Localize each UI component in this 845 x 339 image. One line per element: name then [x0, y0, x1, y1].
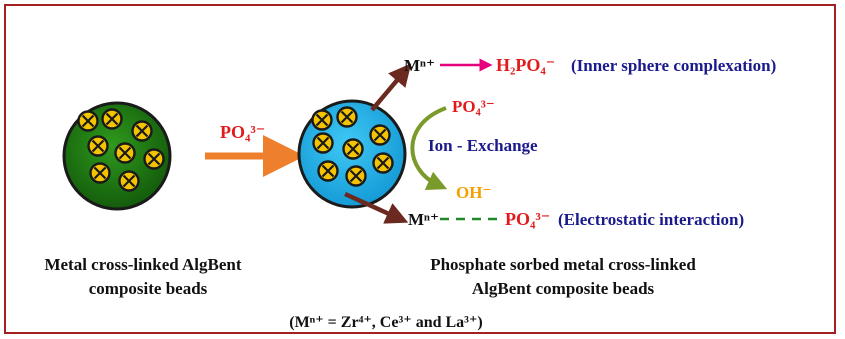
electrostatic-phosphate-label: PO₄³⁻	[505, 209, 550, 229]
metal-ion-top-label: Mⁿ⁺	[404, 56, 435, 75]
left-caption-line-2: composite beads	[89, 279, 208, 298]
diagram-frame	[4, 4, 836, 334]
crossed-circle-icon	[342, 138, 364, 160]
ion-exchange-label: Ion - Exchange	[428, 136, 538, 155]
left-bead	[62, 101, 172, 211]
ion-exchange-arrow	[410, 106, 448, 190]
electrostatic-label: (Electrostatic interaction)	[558, 210, 744, 229]
inner-sphere-label: (Inner sphere complexation)	[571, 56, 776, 75]
crossed-circle-icon	[312, 132, 334, 154]
crossed-circle-icon	[369, 124, 391, 146]
right-caption-line-1: Phosphate sorbed metal cross-linked	[430, 255, 696, 274]
right-caption-line-2: AlgBent composite beads	[472, 279, 655, 298]
crossed-circle-icon	[101, 108, 123, 130]
dihydrogen-phosphate-label: H₂PO₄⁻	[496, 55, 555, 75]
crossed-circle-icon	[89, 162, 111, 184]
metal-ions-footnote: (Mⁿ⁺ = Zr⁴⁺, Ce³⁺ and La³⁺)	[289, 314, 483, 331]
arrow-phosphate-label: PO₄³⁻	[220, 122, 265, 142]
metal-ion-bottom-label: Mⁿ⁺	[408, 210, 439, 229]
crossed-circle-icon	[87, 135, 109, 157]
right-bead	[297, 99, 407, 209]
incoming-phosphate-label: PO₄³⁻	[452, 97, 495, 116]
inner-sphere-arrow	[370, 63, 412, 112]
crossed-circle-icon	[131, 120, 153, 142]
crossed-circle-icon	[114, 142, 136, 164]
electrostatic-arrow	[344, 191, 409, 224]
crossed-circle-icon	[317, 160, 339, 182]
hydroxide-label: OH⁻	[456, 183, 491, 202]
left-caption-line-1: Metal cross-linked AlgBent	[44, 255, 241, 274]
crossed-circle-icon	[336, 106, 358, 128]
crossed-circle-icon	[345, 165, 367, 187]
crossed-circle-icon	[77, 110, 99, 132]
crossed-circle-icon	[118, 170, 140, 192]
crossed-circle-icon	[311, 109, 333, 131]
crossed-circle-icon	[372, 152, 394, 174]
crossed-circle-icon	[143, 148, 165, 170]
